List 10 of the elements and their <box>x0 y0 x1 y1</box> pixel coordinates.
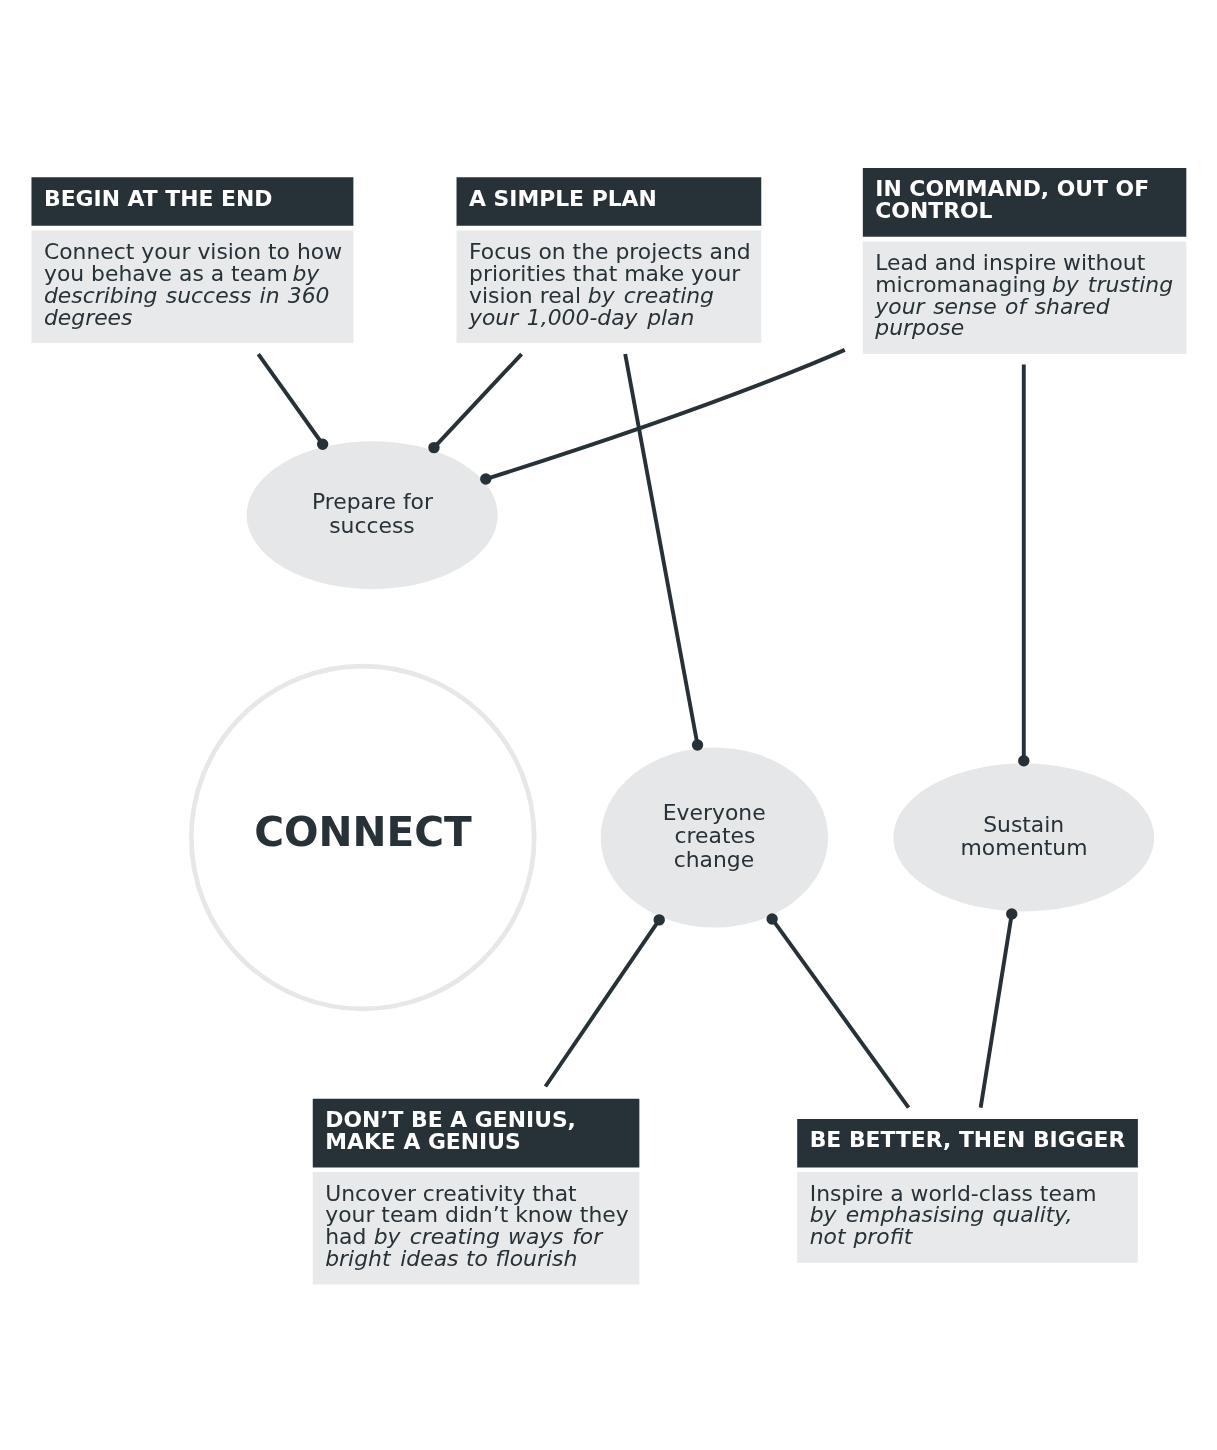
connector <box>766 912 911 1109</box>
connector <box>623 353 704 751</box>
connector <box>480 347 846 485</box>
connector <box>978 907 1018 1108</box>
node-circle: CONNECT <box>189 663 537 1011</box>
connector <box>1018 363 1030 766</box>
connector <box>543 913 665 1088</box>
node-ellipse: Sustain momentum <box>893 763 1155 911</box>
connector <box>256 352 329 450</box>
connector <box>428 352 523 453</box>
